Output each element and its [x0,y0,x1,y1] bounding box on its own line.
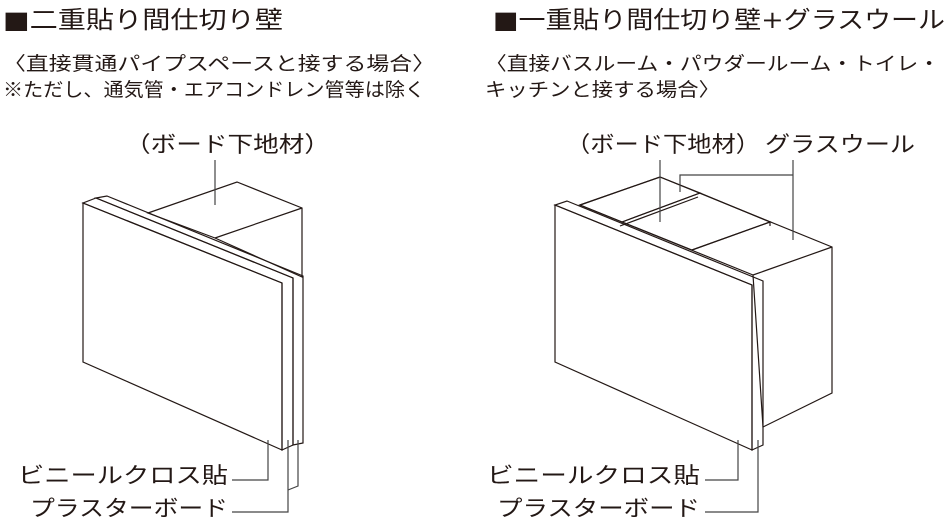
right-callout-glass-wool: グラスウール [765,133,915,158]
left-subtitle-2: ※ただし、通気管・エアコンドレン管等は除く [3,79,425,101]
left-subtitle-1: 〈直接貫通パイプスペースと接する場合〉 [3,53,435,75]
right-label-plaster-board: プラスターボード [497,497,700,522]
right-vinyl-cloth-face [554,204,753,451]
left-substrate-block [146,181,303,278]
right-subtitle-1: 〈直接バスルーム・パウダールーム・トイレ・ [485,53,940,75]
left-label-plaster-board: プラスターボード [30,497,228,522]
left-vinyl-cloth-face [82,202,283,451]
right-wall-illustration [553,160,833,513]
right-subtitle-2: キッチンと接する場合〉 [485,79,720,101]
left-plaster-board-front [81,197,294,451]
left-wall-illustration [81,160,304,513]
left-label-vinyl-cloth: ビニールクロス貼 [18,464,228,489]
left-callout-substrate: （ボード下地材） [125,133,330,158]
left-title: ■二重貼り間仕切り壁 [3,6,283,34]
right-callout-substrate: （ボード下地材） [566,133,760,158]
left-plaster-board-back [93,195,304,446]
right-title: ■一重貼り間仕切り壁+グラスウール [493,6,945,34]
right-plaster-board [553,200,764,451]
right-label-vinyl-cloth: ビニールクロス貼 [487,464,700,489]
